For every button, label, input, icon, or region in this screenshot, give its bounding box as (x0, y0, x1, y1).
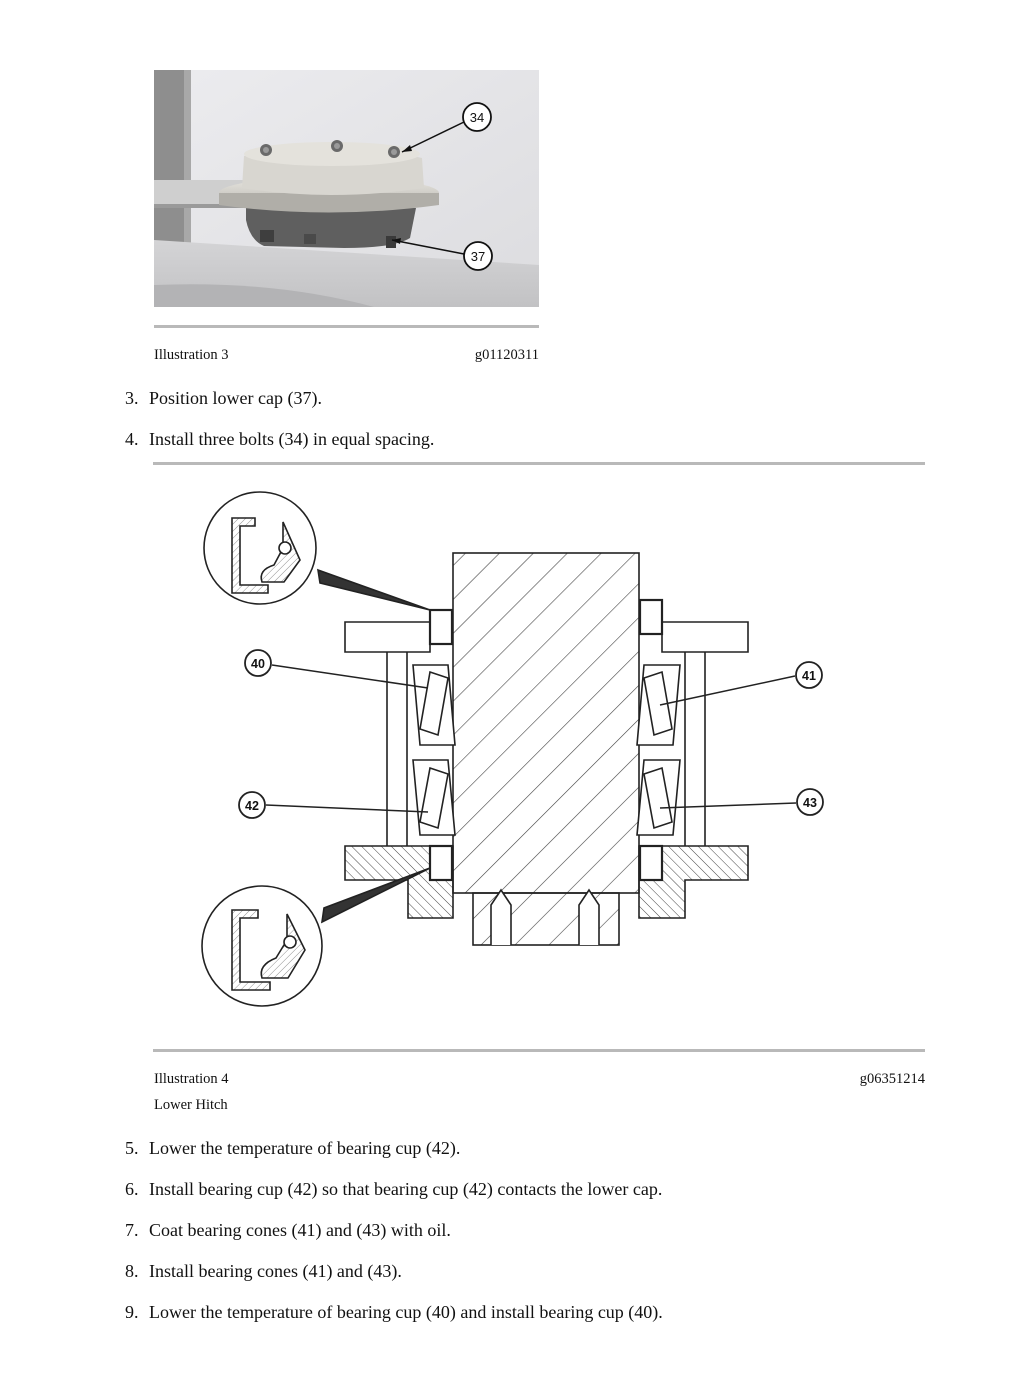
step-text: Install bearing cones (41) and (43). (149, 1261, 402, 1281)
step-text: Install bearing cup (42) so that bearing… (149, 1179, 663, 1199)
step-number: 7. (125, 1220, 139, 1240)
callout-41: 41 (802, 669, 816, 683)
caption-rule (153, 1049, 925, 1052)
illustration-3-id: g01120311 (474, 347, 539, 363)
step-item: 5. Lower the temperature of bearing cup … (125, 1137, 460, 1159)
step-text: Position lower cap (37). (149, 388, 322, 408)
illustration-4-subtitle: Lower Hitch (154, 1097, 228, 1113)
callout-43: 43 (803, 796, 817, 810)
step-text: Install three bolts (34) in equal spacin… (149, 429, 435, 449)
lower-hitch-section: 40 41 42 43 (201, 491, 824, 1007)
step-text: Lower the temperature of bearing cup (42… (149, 1138, 461, 1158)
step-item: 9. Lower the temperature of bearing cup … (125, 1301, 663, 1323)
step-item: 4. Install three bolts (34) in equal spa… (125, 428, 434, 450)
callout-37: 37 (471, 249, 485, 264)
illustration-3-photo: 34 37 (154, 70, 539, 307)
step-number: 6. (125, 1179, 139, 1199)
step-text: Lower the temperature of bearing cup (40… (149, 1302, 663, 1322)
step-number: 9. (125, 1302, 139, 1322)
step-number: 4. (125, 429, 139, 449)
step-number: 5. (125, 1138, 139, 1158)
illustration-3-label: Illustration 3 (154, 347, 229, 363)
step-number: 8. (125, 1261, 139, 1281)
callout-42: 42 (245, 799, 259, 813)
lower-cap-photo: 34 37 (154, 70, 539, 307)
step-text: Coat bearing cones (41) and (43) with oi… (149, 1220, 451, 1240)
callout-40: 40 (251, 657, 265, 671)
illustration-4-label: Illustration 4 (154, 1071, 229, 1087)
illustration-4-id: g06351214 (859, 1071, 925, 1087)
illustration-4-diagram: 40 41 42 43 (154, 478, 925, 1040)
step-item: 6. Install bearing cup (42) so that bear… (125, 1178, 662, 1200)
callout-34: 34 (470, 110, 484, 125)
caption-rule (154, 325, 539, 328)
step-item: 7. Coat bearing cones (41) and (43) with… (125, 1219, 451, 1241)
step-item: 8. Install bearing cones (41) and (43). (125, 1260, 402, 1282)
step-item: 3. Position lower cap (37). (125, 387, 322, 409)
figure-top-rule (153, 462, 925, 465)
step-number: 3. (125, 388, 139, 408)
